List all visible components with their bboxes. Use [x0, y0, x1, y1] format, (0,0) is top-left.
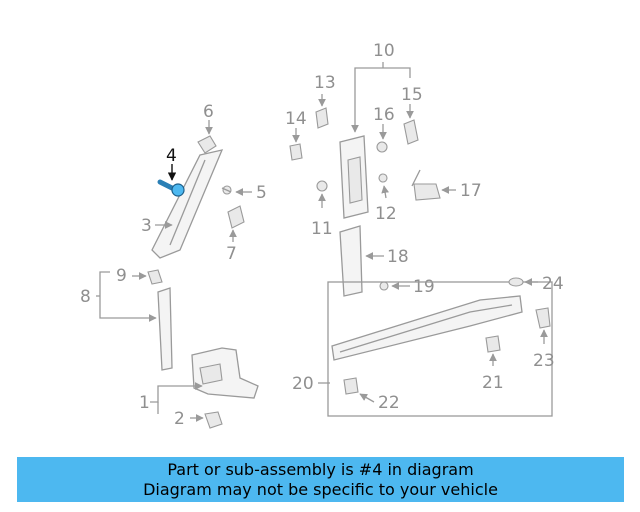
parts-diagram: 3 6 4 5 7 9 8 1 2 10 13 14 — [80, 41, 564, 429]
callout-11: 11 — [311, 219, 333, 239]
callout-4: 4 — [166, 146, 177, 166]
screw-11-part[interactable] — [316, 180, 328, 192]
callout-6: 6 — [203, 102, 214, 122]
pillar-lower-18-part[interactable] — [339, 225, 363, 297]
callout-3: 3 — [141, 216, 152, 236]
clip-13-part[interactable] — [315, 107, 329, 129]
clip-2-part[interactable] — [204, 411, 223, 429]
callout-9: 9 — [116, 266, 127, 286]
sill-assembly-box — [327, 281, 553, 417]
callout-13: 13 — [314, 73, 336, 93]
screw-19-part[interactable] — [379, 281, 389, 291]
callout-14: 14 — [285, 109, 307, 129]
screw-5-part[interactable] — [221, 185, 232, 195]
handle-17-part[interactable] — [413, 183, 441, 201]
callout-1: 1 — [139, 393, 150, 413]
clip-22-part[interactable] — [343, 377, 359, 395]
clip-24-part[interactable] — [508, 277, 524, 287]
callout-17: 17 — [460, 181, 482, 201]
callout-18: 18 — [387, 247, 409, 267]
clip-21-part[interactable] — [485, 335, 501, 353]
callout-2: 2 — [174, 409, 185, 429]
bolt-4-part[interactable] — [157, 179, 185, 197]
callout-20: 20 — [292, 374, 314, 394]
callout-21: 21 — [482, 373, 504, 393]
callout-19: 19 — [413, 277, 435, 297]
screw-16-part[interactable] — [376, 141, 388, 153]
callout-10: 10 — [373, 41, 395, 61]
kick-panel-1-part[interactable] — [191, 347, 259, 399]
scuff-plate-20-part[interactable] — [331, 295, 523, 361]
clip-9-part[interactable] — [147, 269, 163, 285]
callout-5: 5 — [256, 183, 267, 203]
callout-22: 22 — [378, 393, 400, 413]
callout-23: 23 — [533, 351, 555, 371]
banner-line-2: Diagram may not be specific to your vehi… — [143, 479, 498, 499]
callout-16: 16 — [373, 105, 395, 125]
callout-8: 8 — [80, 287, 91, 307]
clip-6-part[interactable] — [197, 135, 217, 154]
clip-23-part[interactable] — [535, 307, 551, 329]
callout-24: 24 — [542, 274, 564, 294]
callout-12: 12 — [375, 204, 397, 224]
banner-line-1: Part or sub-assembly is #4 in diagram — [167, 459, 474, 479]
clip-15-part[interactable] — [403, 119, 419, 145]
screw-12-part[interactable] — [378, 173, 388, 183]
clip-14-part[interactable] — [289, 143, 303, 161]
callout-15: 15 — [401, 85, 423, 105]
pad-7-part[interactable] — [227, 205, 245, 229]
pillar-trim-8-part[interactable] — [157, 287, 173, 371]
info-banner: Part or sub-assembly is #4 in diagram Di… — [17, 457, 624, 502]
callout-7: 7 — [226, 244, 237, 264]
